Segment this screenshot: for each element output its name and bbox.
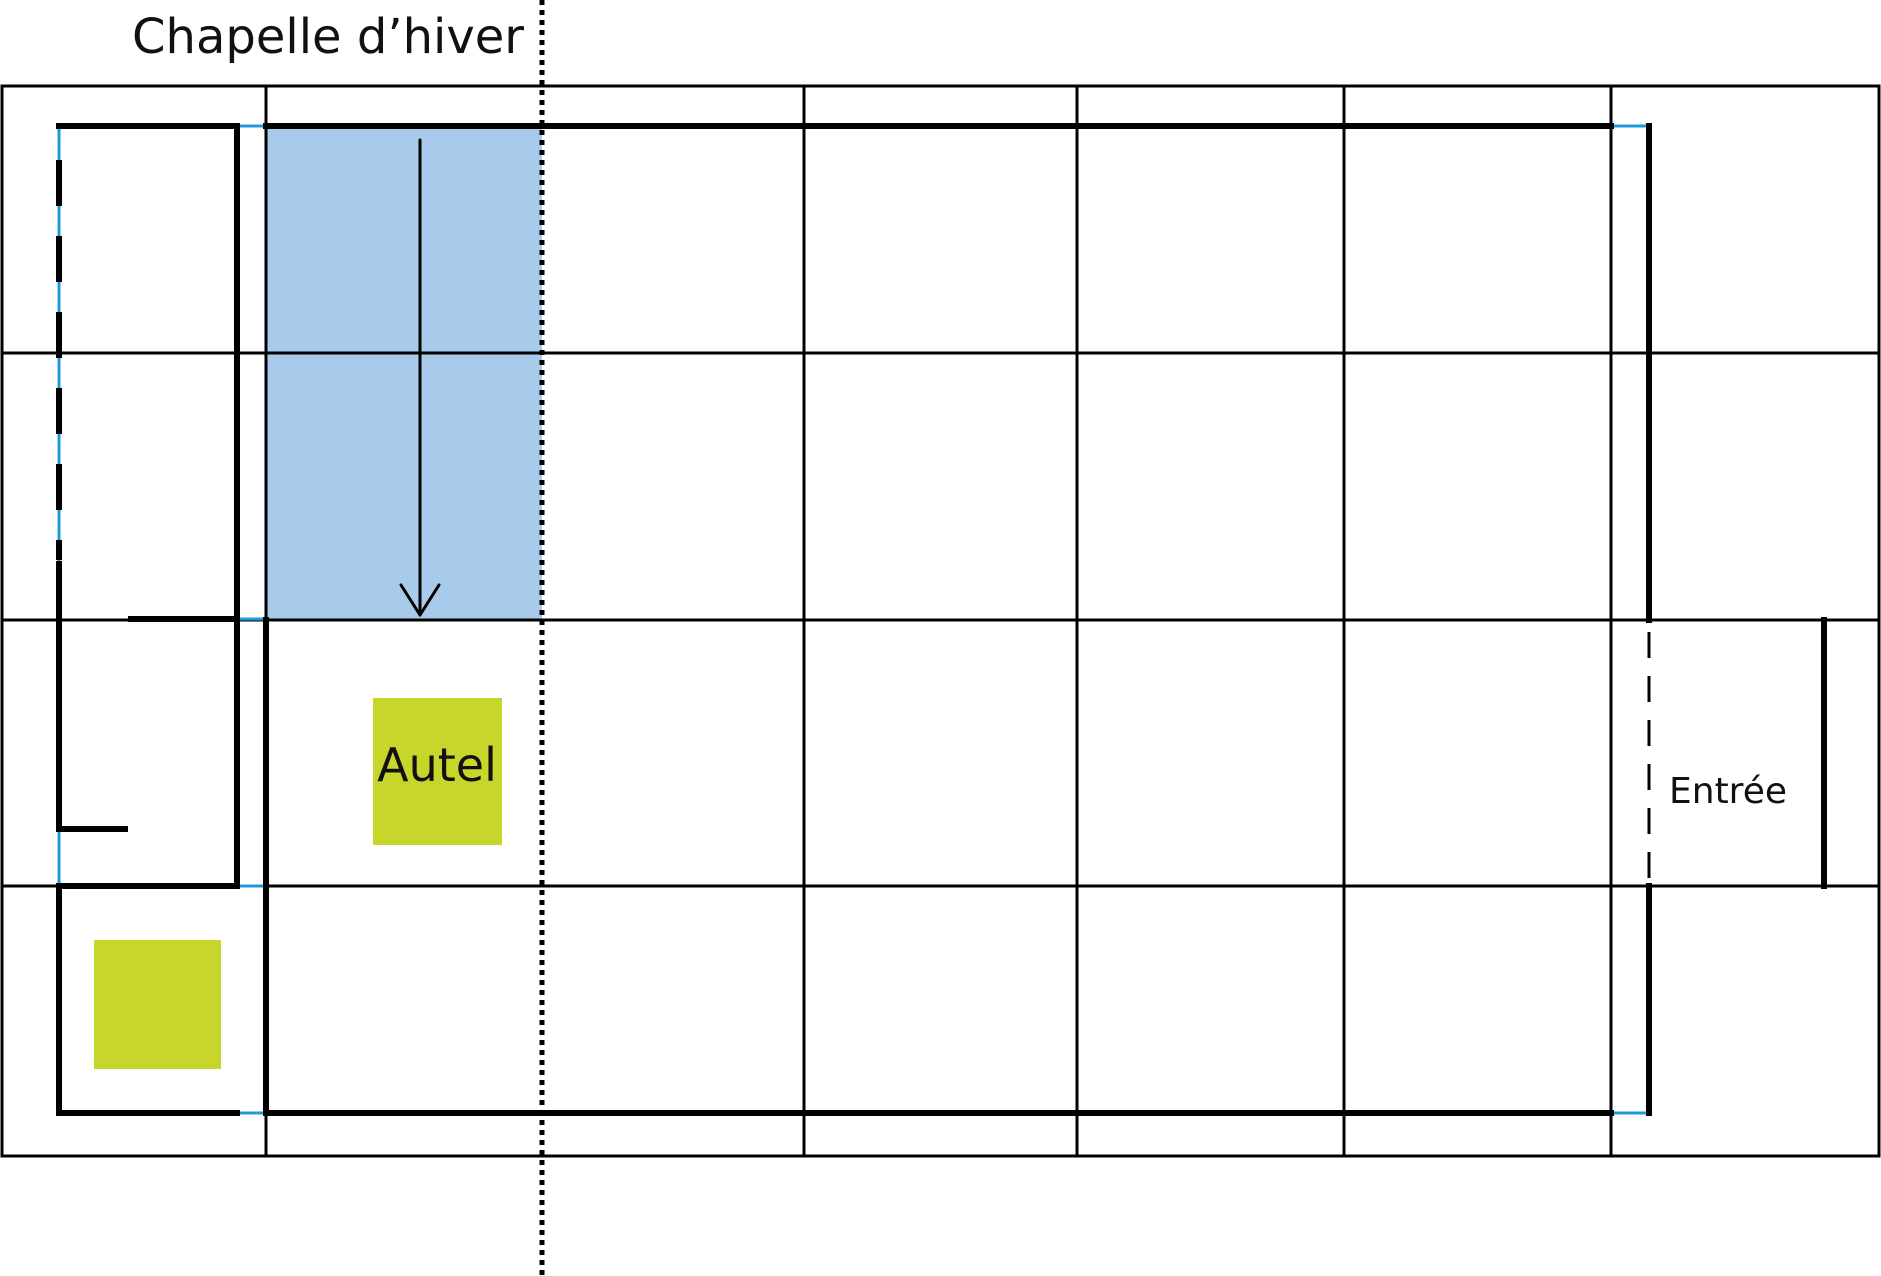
direction-arrow [399,138,441,617]
arrow-head [399,583,441,617]
winter-chapel-zone [266,124,542,620]
dashed-walls [56,160,1651,880]
altar-block [373,698,502,845]
entrance-label: Entrée [1669,771,1787,812]
winter-chapel-label: Chapelle d’hiver [132,9,524,65]
altar-label: Autel [377,738,497,792]
walls [56,123,1827,1116]
side-altar-block [94,940,221,1069]
